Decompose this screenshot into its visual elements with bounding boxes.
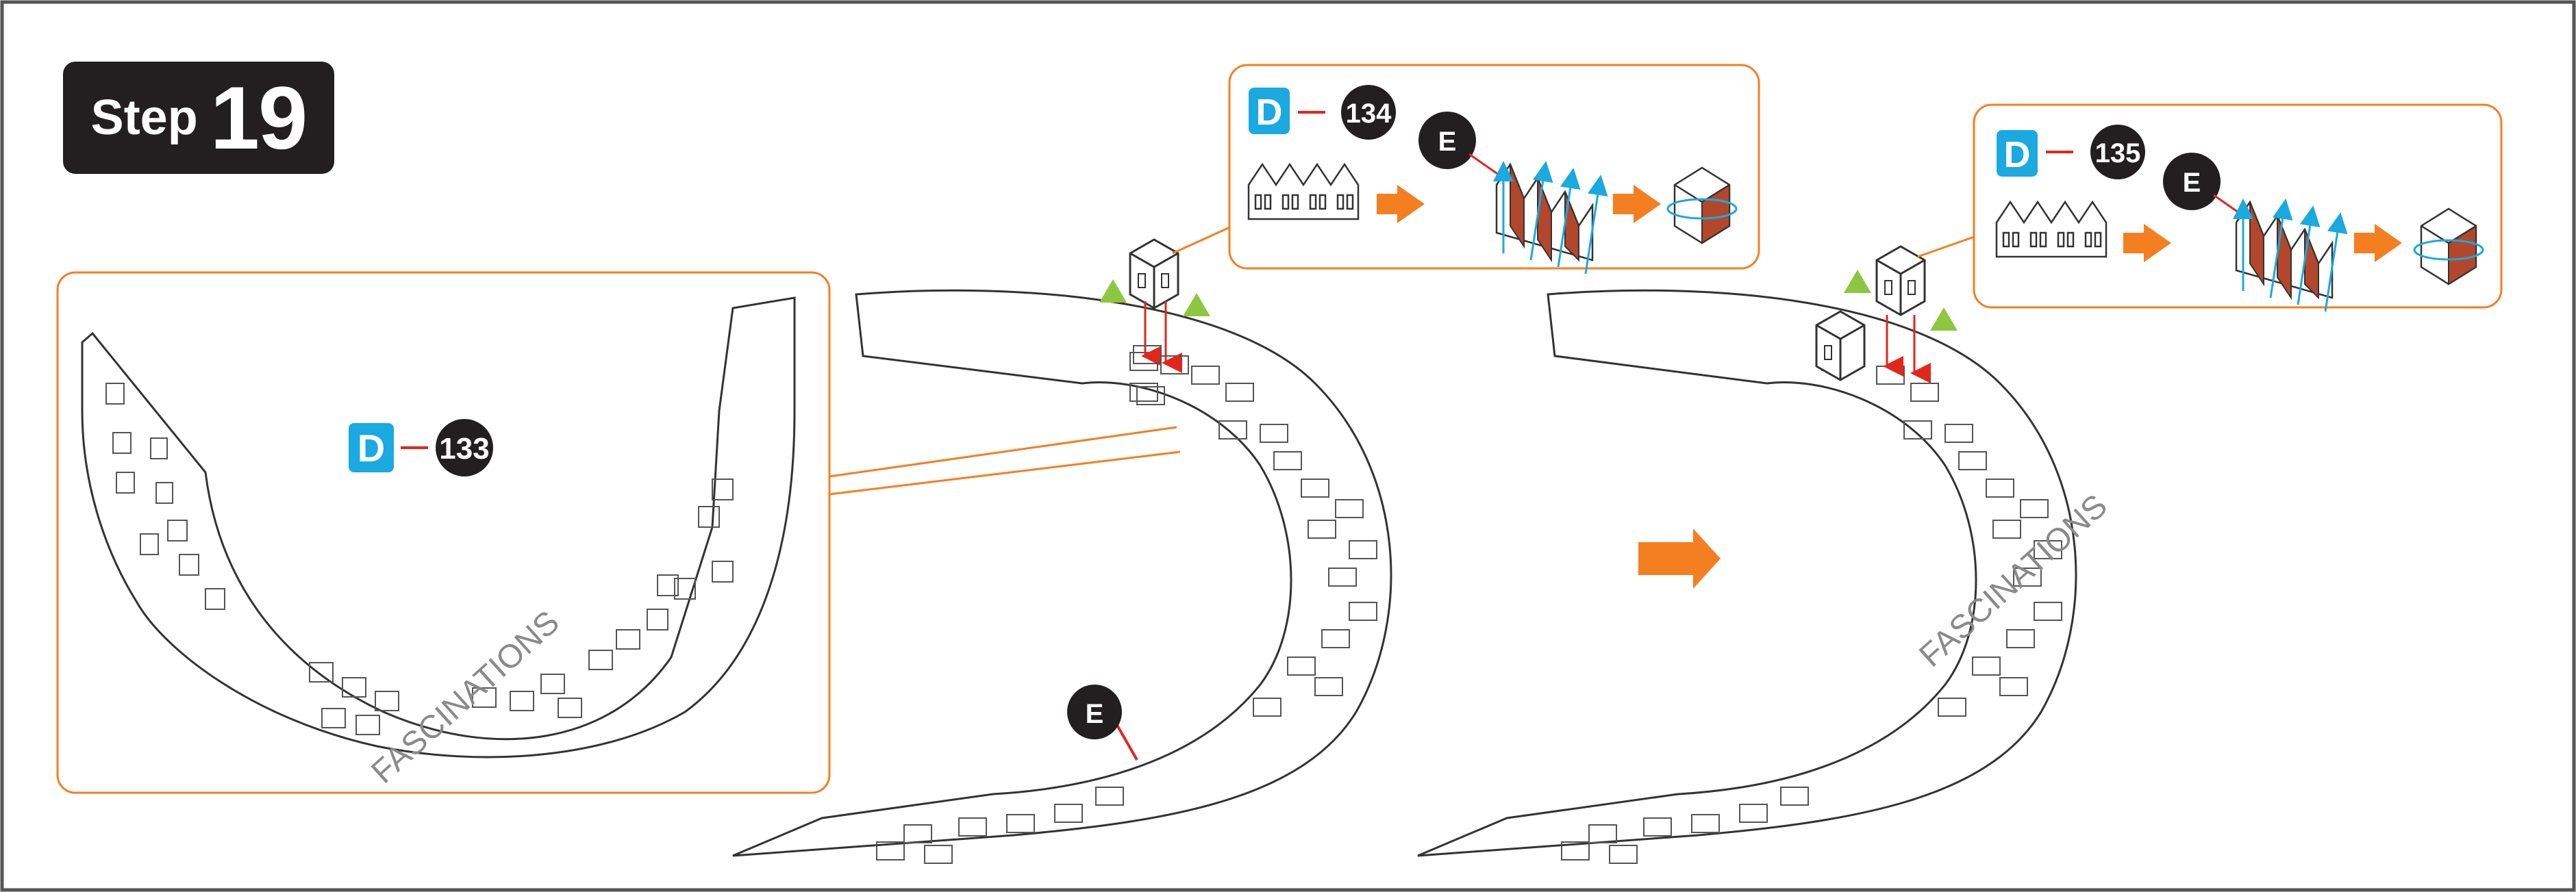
callout-134: D 134 E <box>1228 64 1760 275</box>
step-number: 19 <box>210 68 308 168</box>
inset-slots <box>105 383 734 735</box>
step-label: Step <box>90 90 198 145</box>
inset-base-piece <box>81 296 796 759</box>
part-number-badge <box>436 419 493 476</box>
part-e-badge <box>1067 685 1122 739</box>
part-letter: D <box>1256 92 1283 133</box>
part-e-label: E <box>1086 699 1104 729</box>
part-e-label: E <box>1438 127 1457 157</box>
middle-base-assembly: E <box>732 225 1392 864</box>
part-number: 135 <box>2095 138 2141 168</box>
green-triangle-marker <box>1844 270 1871 293</box>
green-triangle-marker <box>1183 293 1210 316</box>
folding-building-strip <box>2233 199 2348 312</box>
green-triangle-marker <box>1930 307 1958 331</box>
flat-building-strip <box>1995 200 2108 258</box>
right-base-assembly: FASCINATIONS <box>1417 235 2114 864</box>
building-module <box>1875 245 1926 316</box>
brand-text-inset: FASCINATIONS <box>364 604 566 791</box>
building-module <box>1129 238 1179 309</box>
finished-building <box>2413 207 2484 285</box>
finished-building <box>1666 166 1738 244</box>
process-arrow <box>1613 185 1661 223</box>
part-number: 134 <box>1346 99 1392 129</box>
step-transition-arrow <box>1638 528 1721 589</box>
part-letter: D <box>358 426 385 470</box>
part-number: 133 <box>439 432 489 466</box>
middle-slots <box>876 352 1377 864</box>
callout-135: D 135 E <box>1973 103 2503 312</box>
inset-leader-line <box>829 450 1181 496</box>
part-e-label: E <box>2183 168 2201 198</box>
process-arrow <box>2123 224 2171 262</box>
folding-building-strip <box>1493 161 1608 275</box>
process-arrow <box>2354 224 2402 262</box>
inset-box <box>56 271 831 794</box>
part-letter: D <box>2004 134 2031 175</box>
step-badge: Step 19 <box>63 62 334 174</box>
process-arrow <box>1377 185 1425 223</box>
middle-base-piece <box>732 289 1392 857</box>
part-letter-box <box>349 423 394 472</box>
placed-building <box>1815 310 1866 381</box>
inset-leader-line <box>829 426 1177 478</box>
right-base-piece <box>1417 289 2077 857</box>
green-triangle-marker <box>1099 279 1127 303</box>
flat-building-strip <box>1247 162 1360 220</box>
